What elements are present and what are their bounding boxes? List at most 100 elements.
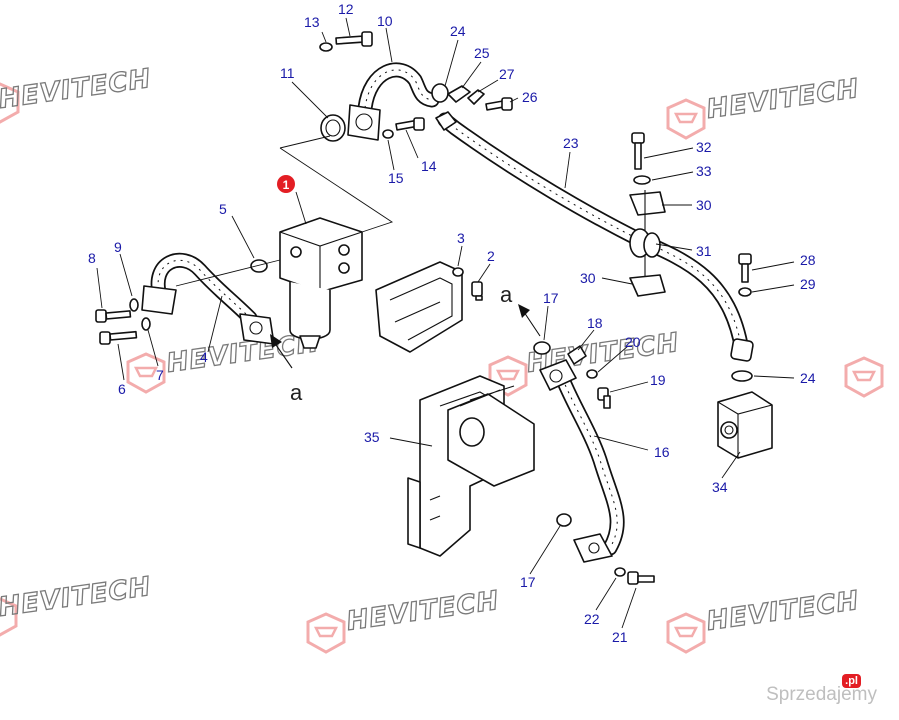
callout-22: 22: [584, 611, 600, 627]
callout-25: 25: [474, 45, 490, 61]
callout-24-top: 24: [450, 23, 466, 39]
callout-31: 31: [696, 243, 712, 259]
callout-32: 32: [696, 139, 712, 155]
bolt-12: [335, 31, 373, 47]
washer-29: [738, 287, 752, 297]
watermark-text: HEVITECH: [705, 586, 861, 637]
leader-group-top: [279, 135, 394, 233]
callout-8: 8: [88, 250, 96, 266]
callout-35: 35: [364, 429, 380, 445]
watermark-logo-icon: [666, 612, 706, 654]
watermark-logo-icon: [0, 82, 20, 124]
o-ring-17-lower: [556, 513, 572, 527]
watermark-logo-icon: [0, 597, 18, 637]
callout-3: 3: [457, 230, 465, 246]
callout-12: 12: [338, 1, 354, 17]
washer-15: [382, 129, 394, 139]
callout-30-upper: 30: [696, 197, 712, 213]
callout-26: 26: [522, 89, 538, 105]
flange-16-upper: [539, 359, 577, 391]
washer-20: [586, 369, 598, 379]
washer-9: [129, 298, 139, 312]
view-label-a-center: a: [500, 282, 513, 307]
callout-18: 18: [587, 315, 603, 331]
callout-11: 11: [280, 65, 295, 81]
callout-4: 4: [200, 349, 208, 365]
callout-6: 6: [118, 381, 126, 397]
watermark-logo-icon: [666, 98, 706, 140]
callout-13: 13: [304, 14, 320, 30]
o-ring-17-upper: [533, 341, 551, 355]
view-label-a-left: a: [290, 380, 303, 405]
bracket-cradle: [375, 261, 463, 353]
callout-17-lower: 17: [520, 574, 536, 590]
washer-33: [633, 175, 651, 185]
o-ring-24-right: [731, 370, 753, 382]
leader-group-left: [175, 259, 281, 287]
callout-29: 29: [800, 276, 816, 292]
bolt-21: [627, 571, 655, 585]
bolt-19: [597, 387, 611, 409]
hose-10: [357, 62, 440, 116]
leader-lines: [96, 17, 795, 629]
callout-10: 10: [377, 13, 393, 29]
clamp-31: [629, 228, 661, 258]
split-flange-18: [567, 345, 587, 365]
highlight-marker-label: 1: [283, 178, 290, 192]
highlight-marker-1: 1: [277, 175, 295, 193]
site-name: Sprzedajemy: [766, 684, 877, 705]
washer-22: [614, 567, 626, 577]
callout-16: 16: [654, 444, 670, 460]
watermark-text: HEVITECH: [0, 64, 153, 115]
hose-23-fitting: [435, 111, 457, 131]
bolt-28: [738, 253, 752, 283]
callout-2: 2: [487, 248, 495, 264]
watermark-logo-icon: [126, 352, 166, 394]
callout-30-lower: 30: [580, 270, 596, 286]
bracket-35: [407, 375, 535, 557]
callout-5: 5: [219, 201, 227, 217]
callout-9: 9: [114, 239, 122, 255]
filter-assembly-1: [279, 217, 363, 349]
site-watermark: Sprzedajemy .pl: [766, 674, 877, 706]
callout-7: 7: [156, 367, 164, 383]
flange-10: [347, 104, 381, 141]
callout-33: 33: [696, 163, 712, 179]
watermark-text: HEVITECH: [0, 572, 153, 623]
watermark-text: HEVITECH: [345, 586, 501, 637]
callout-23: 23: [563, 135, 579, 151]
callout-24-right: 24: [800, 370, 816, 386]
washer-3: [452, 267, 464, 277]
callout-34: 34: [712, 479, 728, 495]
flange-left-lower: [239, 313, 275, 345]
bolt-32: [631, 132, 645, 170]
clamp-30-lower: [629, 255, 666, 297]
callout-labels: 13 12 10 11 24 25 27 26 14 15 23 32 33 3…: [88, 1, 816, 645]
hose-16: [552, 364, 625, 556]
flange-left-upper: [141, 285, 177, 315]
watermark-logo-icon: [306, 612, 346, 654]
callout-21: 21: [612, 629, 628, 645]
flange-16-lower: [573, 533, 613, 563]
callout-28: 28: [800, 252, 816, 268]
watermark-text: HEVITECH: [705, 74, 861, 125]
callout-19: 19: [650, 372, 666, 388]
bolt-8: [95, 309, 132, 323]
callout-20: 20: [625, 334, 641, 350]
watermark-logo-icon: [844, 356, 884, 398]
bolt-2: [471, 281, 483, 301]
o-ring-11: [320, 114, 346, 142]
bolt-14: [395, 117, 425, 131]
connector-block-34: [717, 391, 773, 459]
site-badge: .pl: [842, 674, 861, 688]
view-arrow-left: [270, 334, 293, 369]
bolt-26: [485, 97, 513, 111]
washer-13: [319, 42, 333, 52]
callout-17-upper: 17: [543, 290, 559, 306]
split-flange-25: [447, 85, 471, 103]
split-flange-27: [467, 89, 485, 105]
callout-15: 15: [388, 170, 404, 186]
o-ring-24-top: [431, 83, 449, 103]
callout-14: 14: [421, 158, 437, 174]
